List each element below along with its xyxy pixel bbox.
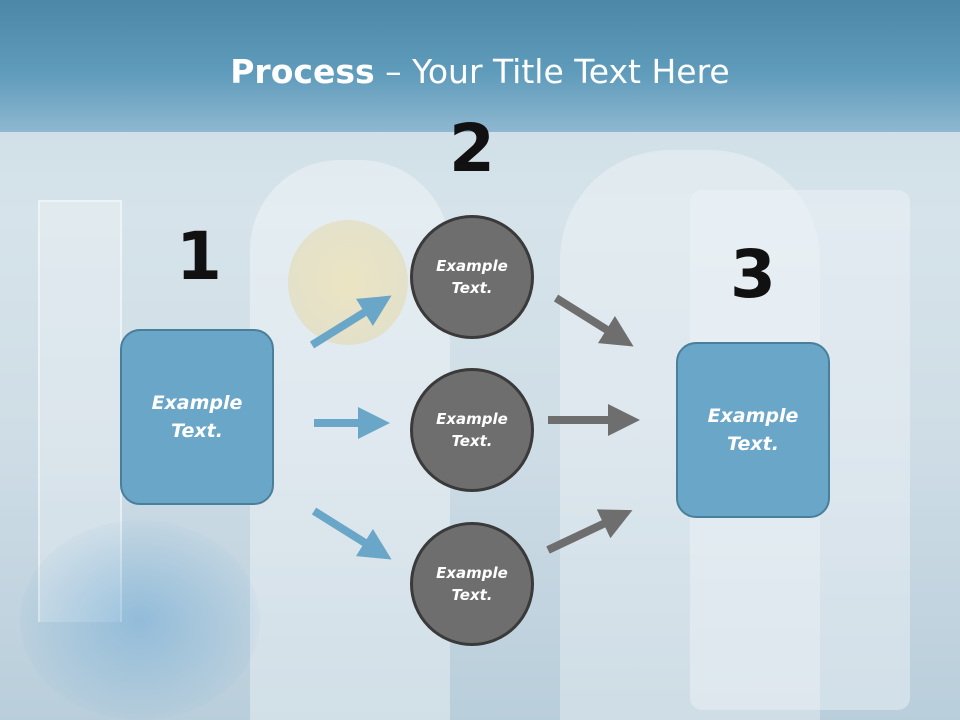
arrow-in-top xyxy=(309,295,392,349)
title-banner: Process – Your Title Text Here xyxy=(0,0,960,132)
step-2-node-bottom[interactable]: Example Text. xyxy=(410,522,534,646)
step-1-label: Example Text. xyxy=(151,391,243,443)
arrow-out-bottom xyxy=(546,509,633,554)
arrow-in-bottom xyxy=(311,507,392,560)
step-2-node-top[interactable]: Example Text. xyxy=(410,215,534,339)
step-3-label: Example Text. xyxy=(707,404,799,456)
title-rest: – Your Title Text Here xyxy=(374,52,730,91)
step-number-1: 1 xyxy=(176,218,222,295)
node-bottom-label: Example Text. xyxy=(436,563,508,605)
step-number-2: 2 xyxy=(449,110,495,187)
step-1-box[interactable]: Example Text. xyxy=(120,329,274,505)
step-number-3: 3 xyxy=(730,236,776,313)
step-3-box[interactable]: Example Text. xyxy=(676,342,830,518)
arrow-out-top xyxy=(553,294,634,347)
title-bold: Process xyxy=(230,52,375,91)
node-top-label: Example Text. xyxy=(436,256,508,298)
slide-title[interactable]: Process – Your Title Text Here xyxy=(0,52,960,91)
node-middle-label: Example Text. xyxy=(436,409,508,451)
step-2-node-middle[interactable]: Example Text. xyxy=(410,368,534,492)
